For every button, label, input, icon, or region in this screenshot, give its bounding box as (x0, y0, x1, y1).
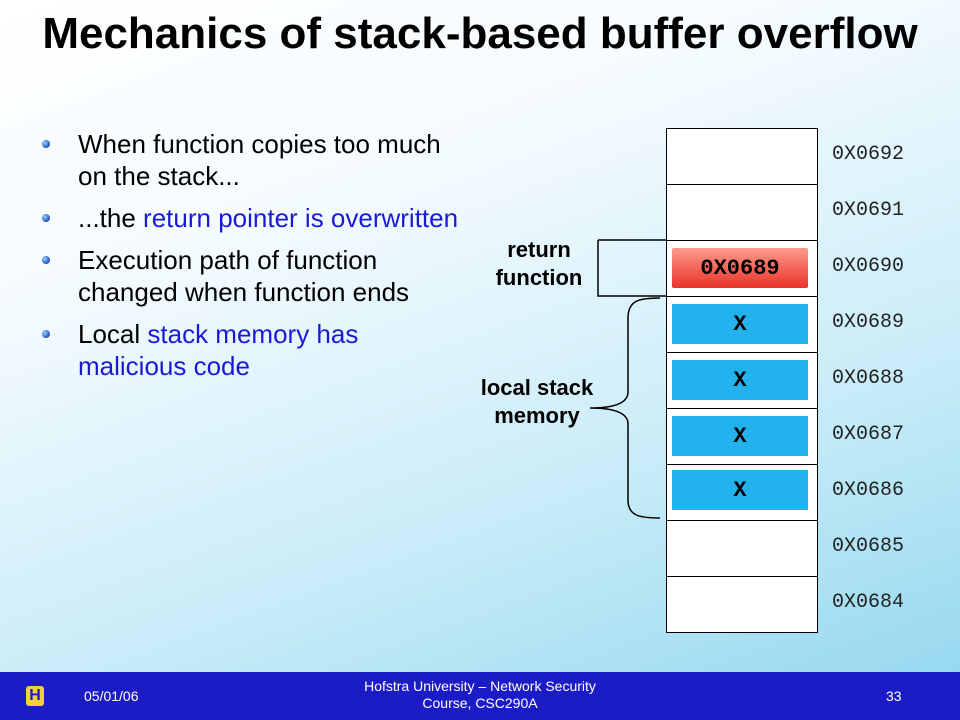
bullet-text: When function copies too much on the sta… (78, 129, 441, 191)
bullet-text: Local (78, 319, 148, 349)
address-label: 0X0685 (832, 535, 905, 558)
footer-course: Hofstra University – Network Security Co… (364, 678, 596, 711)
local-stack-memory-label: local stack memory (480, 375, 594, 428)
stack-cell (666, 520, 818, 577)
university-logo-icon: H (26, 686, 44, 706)
bullet-item: ...the return pointer is overwritten (40, 202, 460, 234)
malicious-fill: X (672, 470, 808, 510)
bullet-text: Execution path of function changed when … (78, 245, 410, 307)
bullet-item: Execution path of function changed when … (40, 244, 460, 308)
bullet-highlight: stack memory has malicious code (78, 319, 359, 381)
bullet-icon (42, 330, 50, 338)
bullet-item: When function copies too much on the sta… (40, 128, 460, 192)
stack-cell (666, 184, 818, 241)
page-number: 33 (886, 688, 902, 704)
bullet-item: Local stack memory has malicious code (40, 318, 460, 382)
address-label: 0X0689 (832, 311, 905, 334)
address-label: 0X0691 (832, 199, 905, 222)
malicious-fill: X (672, 304, 808, 344)
stack-cell (666, 128, 818, 185)
return-bracket (597, 239, 666, 297)
malicious-fill: X (672, 416, 808, 456)
local-bracket (589, 297, 661, 519)
bullet-list: When function copies too much on the sta… (40, 128, 460, 392)
bullet-icon (42, 140, 50, 148)
slide-title: Mechanics of stack-based buffer overflow (42, 9, 918, 58)
stack-cell (666, 576, 818, 633)
bullet-icon (42, 214, 50, 222)
bullet-highlight: return pointer is overwritten (143, 203, 459, 233)
return-pointer-value: 0X0689 (672, 248, 808, 288)
footer-date: 05/01/06 (84, 688, 139, 704)
address-label: 0X0687 (832, 423, 905, 446)
address-label: 0X0684 (832, 591, 905, 614)
address-label: 0X0692 (832, 143, 905, 166)
footer-bar: H 05/01/06 Hofstra University – Network … (0, 672, 960, 720)
address-label: 0X0688 (832, 367, 905, 390)
bullet-icon (42, 256, 50, 264)
bullet-text: ...the (78, 203, 144, 233)
return-function-label: return function (495, 237, 583, 290)
malicious-fill: X (672, 360, 808, 400)
address-label: 0X0686 (832, 479, 905, 502)
address-label: 0X0690 (832, 255, 905, 278)
